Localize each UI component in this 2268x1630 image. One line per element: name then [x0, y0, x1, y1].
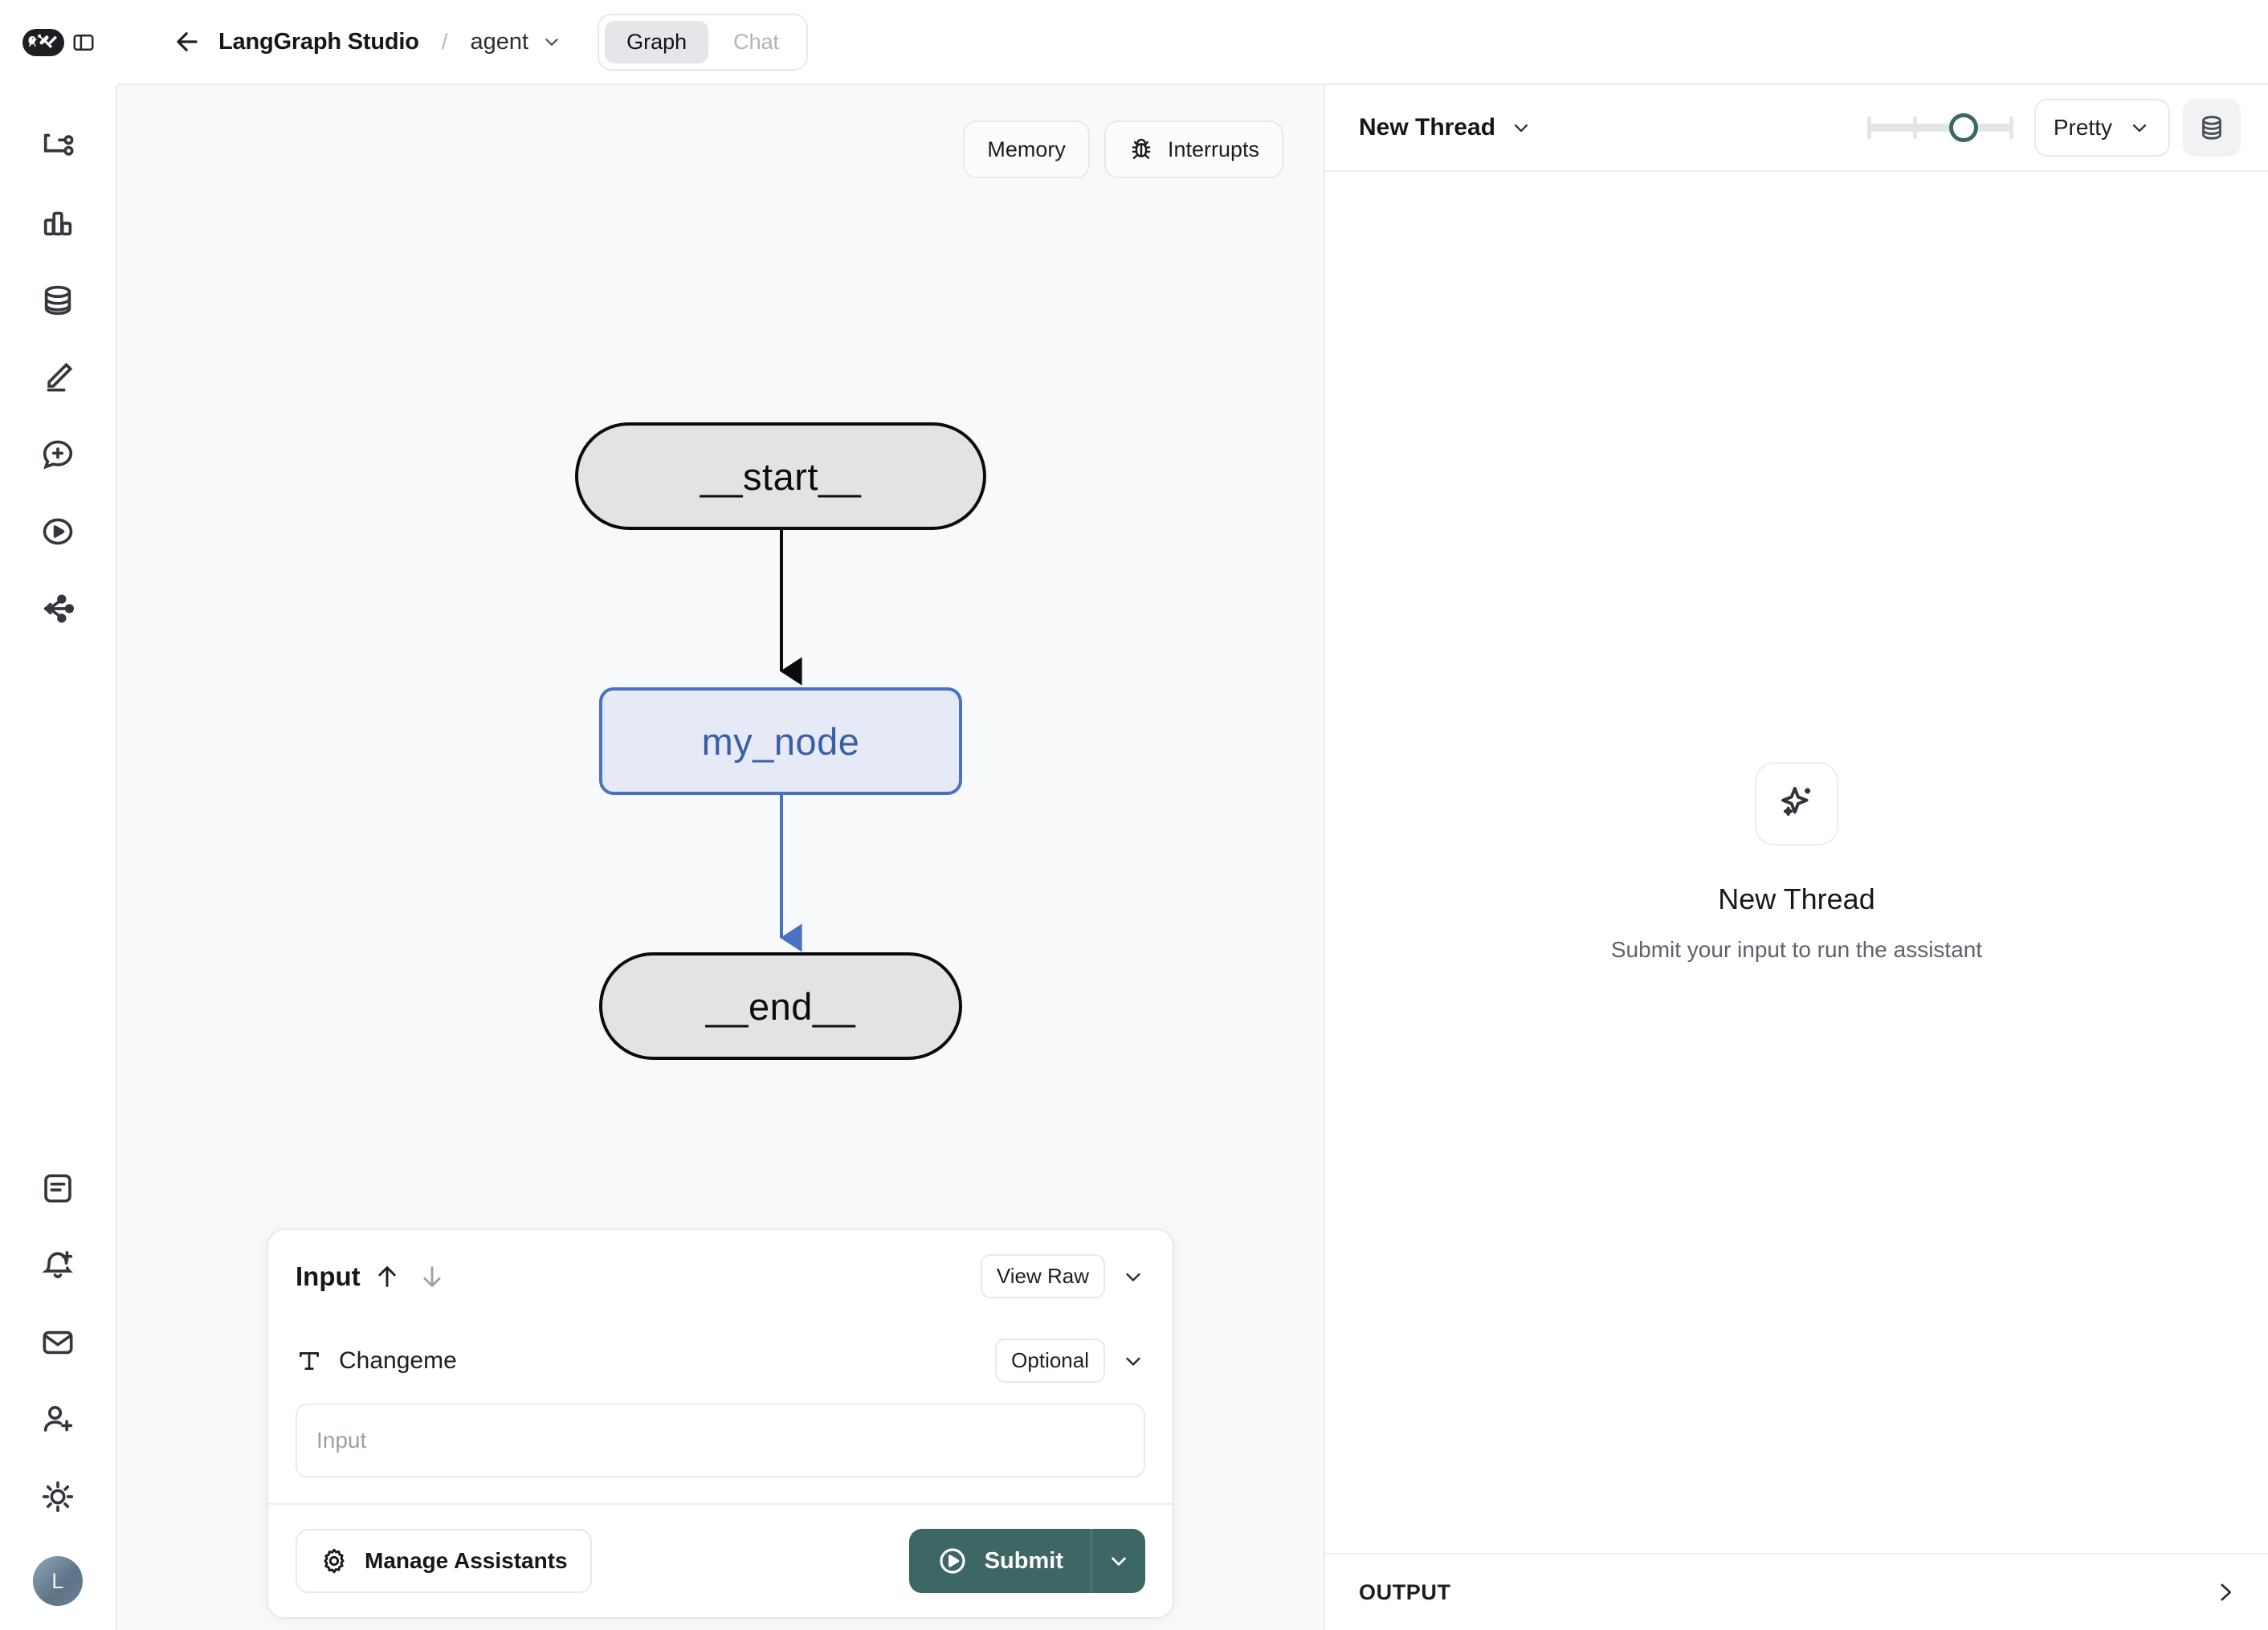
output-section-toggle[interactable]: OUTPUT	[1325, 1553, 2268, 1630]
input-field-label: Changeme	[339, 1347, 457, 1374]
brand-area	[0, 0, 117, 85]
top-bar: LangGraph Studio / agent Graph Chat	[117, 0, 2268, 85]
main-area: LangGraph Studio / agent Graph Chat Memo…	[117, 0, 2268, 1630]
input-card: Input	[267, 1229, 1174, 1619]
memory-button-label: Memory	[987, 137, 1066, 161]
breadcrumb-studio[interactable]: LangGraph Studio	[218, 28, 419, 55]
empty-state-title: New Thread	[1718, 882, 1875, 915]
graph-node-start[interactable]: __start__	[575, 422, 986, 530]
left-rail: L	[0, 0, 117, 1630]
input-field-placeholder: Input	[316, 1428, 367, 1453]
thread-pane: New Thread	[1325, 85, 2268, 1630]
manage-assistants-button[interactable]: Manage Assistants	[296, 1529, 592, 1593]
gear-icon	[320, 1546, 349, 1575]
graph-canvas[interactable]: __start__ my_node __end__	[117, 85, 1324, 1630]
tab-graph[interactable]: Graph	[605, 20, 709, 63]
chevron-down-icon[interactable]	[1510, 116, 1532, 139]
breadcrumb-separator: /	[441, 29, 448, 54]
format-dropdown[interactable]: Pretty	[2033, 99, 2170, 157]
graph-node-my-node[interactable]: my_node	[599, 687, 962, 795]
optional-badge[interactable]: Optional	[995, 1339, 1105, 1383]
arrow-left-icon[interactable]	[172, 26, 202, 57]
submit-group: Submit	[908, 1529, 1145, 1593]
memory-button[interactable]: Memory	[963, 120, 1090, 178]
sidebar-item-bell-plus[interactable]	[19, 1227, 96, 1304]
chevron-down-icon	[2128, 116, 2151, 139]
body-split: Memory Interrupts	[117, 85, 2268, 1630]
detail-level-slider[interactable]	[1866, 108, 2013, 147]
sidebar-item-share-nodes[interactable]	[19, 570, 96, 647]
input-card-footer: Manage Assistants	[268, 1503, 1173, 1617]
sidebar-toggle-icon[interactable]	[71, 31, 96, 55]
rail-bottom-group: L	[19, 1150, 96, 1630]
play-circle-icon	[936, 1545, 969, 1577]
graph-pane: Memory Interrupts	[117, 85, 1325, 1630]
sidebar-item-pencil-edit[interactable]	[19, 339, 96, 416]
state-database-button[interactable]	[2183, 99, 2241, 157]
arrow-up-icon[interactable]	[373, 1263, 401, 1290]
chevron-down-icon[interactable]	[541, 31, 562, 52]
input-field-textbox[interactable]: Input	[296, 1404, 1145, 1477]
bug-icon	[1128, 137, 1154, 162]
input-header-row: Input	[296, 1254, 1145, 1298]
avatar[interactable]: L	[33, 1556, 83, 1606]
submit-button-label: Submit	[984, 1547, 1063, 1574]
submit-options-chevron-down-icon[interactable]	[1091, 1529, 1145, 1593]
graph-node-start-label: __start__	[700, 454, 862, 498]
slider-track	[1866, 124, 2013, 132]
langchain-parrot-tools-logo[interactable]	[22, 29, 64, 56]
database-icon	[2197, 112, 2227, 143]
graph-node-end[interactable]: __end__	[599, 952, 962, 1060]
manage-assistants-label: Manage Assistants	[365, 1548, 568, 1573]
tab-chat[interactable]: Chat	[733, 29, 780, 54]
sidebar-item-sun[interactable]	[19, 1458, 96, 1535]
slider-tick	[2009, 116, 2013, 139]
chevron-right-icon[interactable]	[2212, 1579, 2239, 1606]
slider-thumb[interactable]	[1948, 113, 1978, 142]
graph-node-my-node-label: my_node	[701, 719, 860, 763]
view-raw-button[interactable]: View Raw	[980, 1254, 1105, 1298]
sidebar-item-envelope[interactable]	[19, 1304, 96, 1381]
slider-tick	[1866, 116, 1871, 139]
rail-top-group	[19, 85, 96, 647]
graph-toolbar: Memory Interrupts	[963, 120, 1283, 178]
sparkles-icon	[1755, 762, 1838, 846]
sidebar-item-database[interactable]	[19, 262, 96, 339]
view-mode-segmented: Graph Chat	[598, 13, 809, 71]
submit-button[interactable]: Submit	[909, 1529, 1091, 1593]
format-dropdown-label: Pretty	[2053, 115, 2112, 140]
input-title: Input	[296, 1261, 361, 1291]
interrupts-button[interactable]: Interrupts	[1103, 120, 1283, 178]
chevron-down-icon[interactable]	[1121, 1265, 1145, 1289]
output-label: OUTPUT	[1359, 1579, 1451, 1604]
sidebar-item-play-circle[interactable]	[19, 493, 96, 570]
input-field-header: Changeme Optional	[296, 1339, 1145, 1383]
sidebar-item-user-plus[interactable]	[19, 1381, 96, 1458]
interrupts-button-label: Interrupts	[1167, 137, 1259, 161]
sidebar-item-chat-plus[interactable]	[19, 416, 96, 493]
input-card-top: Input	[268, 1230, 1173, 1503]
thread-selector-label[interactable]: New Thread	[1359, 114, 1496, 141]
thread-header: New Thread	[1325, 85, 2268, 172]
thread-empty-state: New Thread Submit your input to run the …	[1325, 172, 2268, 1553]
chevron-down-icon[interactable]	[1121, 1349, 1145, 1373]
arrow-down-icon[interactable]	[418, 1263, 446, 1290]
slider-tick	[1912, 116, 1917, 139]
graph-node-end-label: __end__	[705, 984, 856, 1028]
sidebar-item-chart-bar[interactable]	[19, 185, 96, 262]
sidebar-item-graph[interactable]	[19, 108, 96, 185]
text-type-icon	[296, 1347, 323, 1375]
empty-state-subtitle: Submit your input to run the assistant	[1610, 937, 1983, 962]
sidebar-item-document-text[interactable]	[19, 1150, 96, 1227]
breadcrumb-agent[interactable]: agent	[470, 28, 529, 55]
